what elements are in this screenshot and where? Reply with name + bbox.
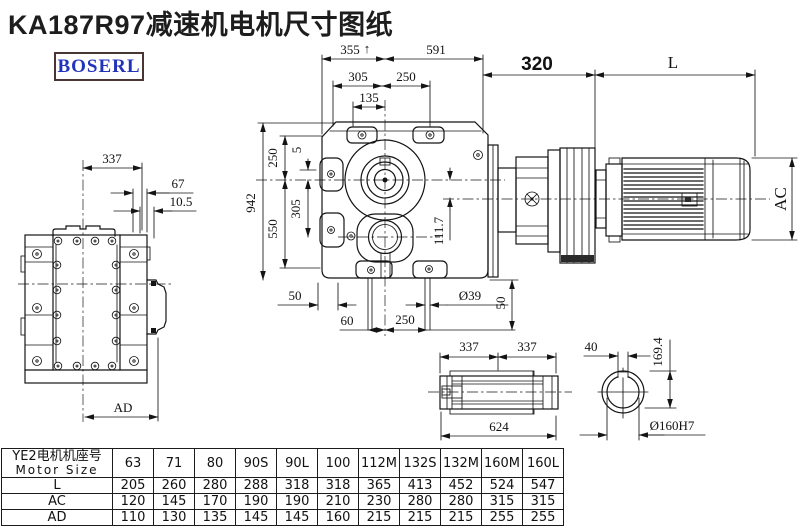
dim-305-top: 305 (348, 69, 368, 84)
dim-10-5: 10.5 (170, 194, 193, 209)
dim-942: 942 (243, 193, 258, 213)
cell-AD-132m: 215 (440, 509, 482, 526)
row-label-AC: AC (1, 493, 113, 510)
dim-5: 5 (289, 147, 304, 154)
dim-355: 355 (340, 42, 360, 57)
bore-section-view: 40 169.4 Ø160H7 (579, 337, 706, 441)
page-title: KA187R97减速机电机尺寸图纸 (8, 10, 394, 40)
motor-side-view: 320 L AC (482, 53, 798, 278)
cell-L-132m: 452 (440, 477, 482, 494)
col-header-90l: 90L (276, 448, 318, 478)
col-header-160m: 160M (481, 448, 523, 478)
cell-AC-160l: 315 (522, 493, 564, 510)
dim-169-4: 169.4 (650, 337, 665, 367)
table-header-motor-size: YE2电机机座号 Motor Size (1, 448, 113, 478)
cell-AC-80: 170 (194, 493, 236, 510)
cell-AD-90s: 145 (235, 509, 277, 526)
table-header-line1: YE2电机机座号 (12, 448, 102, 464)
col-header-71: 71 (153, 448, 195, 478)
dim-ad: AD (114, 400, 133, 415)
col-header-90s: 90S (235, 448, 277, 478)
row-label-AD: AD (1, 509, 113, 526)
cell-L-71: 260 (153, 477, 195, 494)
dim-250-bottom: 250 (395, 312, 415, 327)
table-header-line2: Motor Size (15, 462, 99, 477)
dim-250-left: 250 (265, 148, 280, 168)
cell-AC-132m: 280 (440, 493, 482, 510)
dim-60: 60 (341, 313, 354, 328)
col-header-160l: 160L (522, 448, 564, 478)
dim-135: 135 (359, 90, 379, 105)
cell-L-132s: 413 (399, 477, 441, 494)
cell-AD-90l: 145 (276, 509, 318, 526)
cell-AD-132s: 215 (399, 509, 441, 526)
col-header-100: 100 (317, 448, 359, 478)
cell-AC-160m: 315 (481, 493, 523, 510)
brand-logo: BOSERL (54, 52, 144, 81)
cell-AD-160m: 255 (481, 509, 523, 526)
cell-AD-80: 135 (194, 509, 236, 526)
front-view: 355 ↑ 591 305 250 135 250 5 305 55 (243, 41, 770, 336)
col-header-112m: 112M (358, 448, 400, 478)
dim-40: 40 (585, 339, 598, 354)
dim-550: 550 (265, 219, 280, 239)
cell-AC-100: 210 (317, 493, 359, 510)
dim-337-left-view: 337 (102, 151, 122, 166)
dim-dia160h7: Ø160H7 (650, 418, 695, 433)
flange-bolts (32, 236, 139, 371)
cell-AC-71: 145 (153, 493, 195, 510)
cell-L-112m: 365 (358, 477, 400, 494)
cell-AC-112m: 230 (358, 493, 400, 510)
left-side-view: 337 67 10.5 AD (18, 151, 197, 422)
col-header-132m: 132M (440, 448, 482, 478)
row-label-L: L (1, 477, 113, 494)
dim-L: L (668, 53, 678, 72)
dim-50-bottom-right: 50 (493, 297, 508, 310)
col-header-80: 80 (194, 448, 236, 478)
dim-dia39: Ø39 (459, 288, 481, 303)
cell-AC-90l: 190 (276, 493, 318, 510)
cell-L-90l: 318 (276, 477, 318, 494)
cell-L-160l: 547 (522, 477, 564, 494)
motor-size-table: YE2电机机座号 Motor Size 63 71 80 90S 90L 100… (1, 448, 564, 526)
col-header-132s: 132S (399, 448, 441, 478)
dim-591: 591 (426, 42, 446, 57)
cell-AD-160l: 255 (522, 509, 564, 526)
col-header-63: 63 (112, 448, 154, 478)
cell-AC-90s: 190 (235, 493, 277, 510)
dim-337-shaft-b: 337 (517, 339, 537, 354)
dim-624: 624 (489, 419, 509, 434)
cell-AD-112m: 215 (358, 509, 400, 526)
dim-337-shaft-a: 337 (459, 339, 479, 354)
dim-355-mark: ↑ (364, 41, 371, 56)
cell-L-160m: 524 (481, 477, 523, 494)
cell-AD-100: 160 (317, 509, 359, 526)
dim-67: 67 (172, 176, 186, 191)
hollow-shaft-view: 337 337 624 (428, 339, 572, 441)
cell-AD-63: 110 (112, 509, 154, 526)
cell-L-90s: 288 (235, 477, 277, 494)
dim-320: 320 (521, 54, 553, 75)
cell-L-80: 280 (194, 477, 236, 494)
cell-L-63: 205 (112, 477, 154, 494)
cell-AD-71: 130 (153, 509, 195, 526)
dim-50-bottom-left: 50 (289, 288, 302, 303)
dim-250-top: 250 (396, 69, 416, 84)
cell-AC-63: 120 (112, 493, 154, 510)
cell-L-100: 318 (317, 477, 359, 494)
dim-111-7: 111.7 (431, 216, 446, 245)
dim-AC: AC (771, 187, 790, 211)
cell-AC-132s: 280 (399, 493, 441, 510)
dim-305-left: 305 (288, 199, 303, 219)
